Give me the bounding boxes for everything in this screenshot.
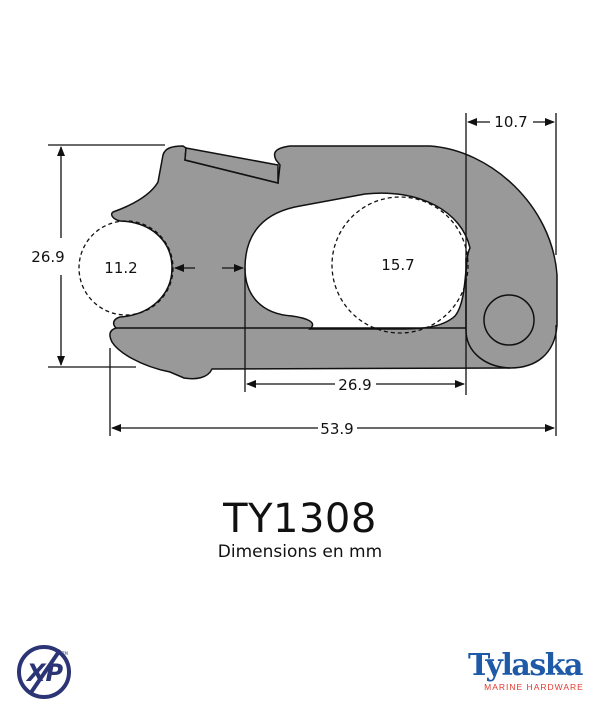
- large-opening: [244, 192, 471, 330]
- svg-text:XP: XP: [25, 659, 64, 687]
- inner-length-label: 26.9: [338, 376, 371, 394]
- tylaska-name: Tylaska: [468, 648, 583, 683]
- tylaska-logo: Tylaska MARINE HARDWARE: [466, 648, 584, 693]
- overall-length-label: 53.9: [320, 420, 353, 438]
- gate-slot: [184, 147, 279, 184]
- large-rope-circle: [331, 196, 469, 334]
- xp-logo: XP TM: [17, 645, 71, 699]
- tylaska-tagline: MARINE HARDWARE: [484, 682, 584, 692]
- height-label: 26.9: [31, 248, 64, 266]
- small-opening-label: 11.2: [104, 259, 137, 277]
- nose-width-label: 10.7: [494, 113, 527, 131]
- large-opening-label: 15.7: [381, 256, 414, 274]
- small-rope-circle: [78, 220, 174, 316]
- model-title: TY1308: [223, 496, 377, 542]
- dimensions-subtitle: Dimensions en mm: [217, 542, 383, 562]
- pivot-pin: [483, 294, 535, 346]
- svg-text:TM: TM: [61, 651, 68, 656]
